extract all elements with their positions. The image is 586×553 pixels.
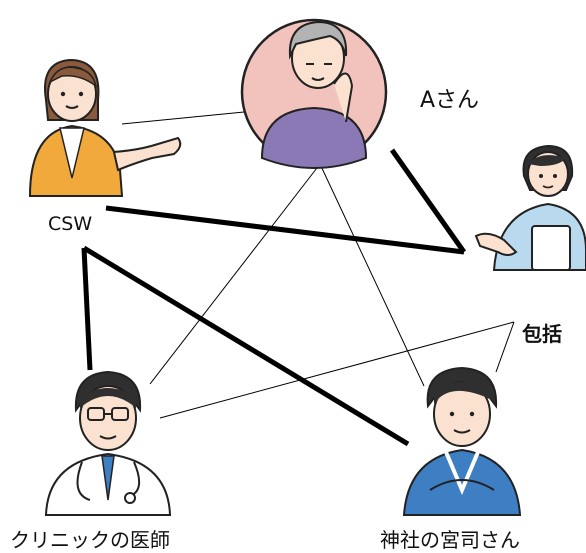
priest-label: 神社の宮司さん	[380, 528, 520, 552]
connection-a-san-hokatsu	[389, 148, 467, 254]
priest-figure	[402, 366, 522, 516]
connection-csw-doctor	[81, 247, 93, 371]
doctor-label: クリニックの医師	[10, 528, 170, 552]
connection-a-san-csw	[121, 111, 245, 125]
connection-hokatsu-priest	[495, 321, 515, 373]
connection-a-san-priest	[319, 163, 425, 387]
a-san-figure	[240, 18, 388, 170]
connection-lines	[81, 111, 515, 447]
hokatsu-figure	[474, 144, 586, 271]
csw-label: CSW	[48, 213, 93, 235]
csw-figure	[28, 58, 182, 197]
hokatsu-label: 包括	[522, 322, 562, 346]
a-san-label: Aさん	[420, 88, 480, 113]
connection-a-san-doctor	[149, 163, 321, 385]
connection-hokatsu-doctor	[159, 321, 515, 419]
doctor-figure	[44, 370, 172, 516]
connection-csw-priest	[82, 245, 410, 447]
connection-csw-hokatsu	[105, 205, 465, 255]
